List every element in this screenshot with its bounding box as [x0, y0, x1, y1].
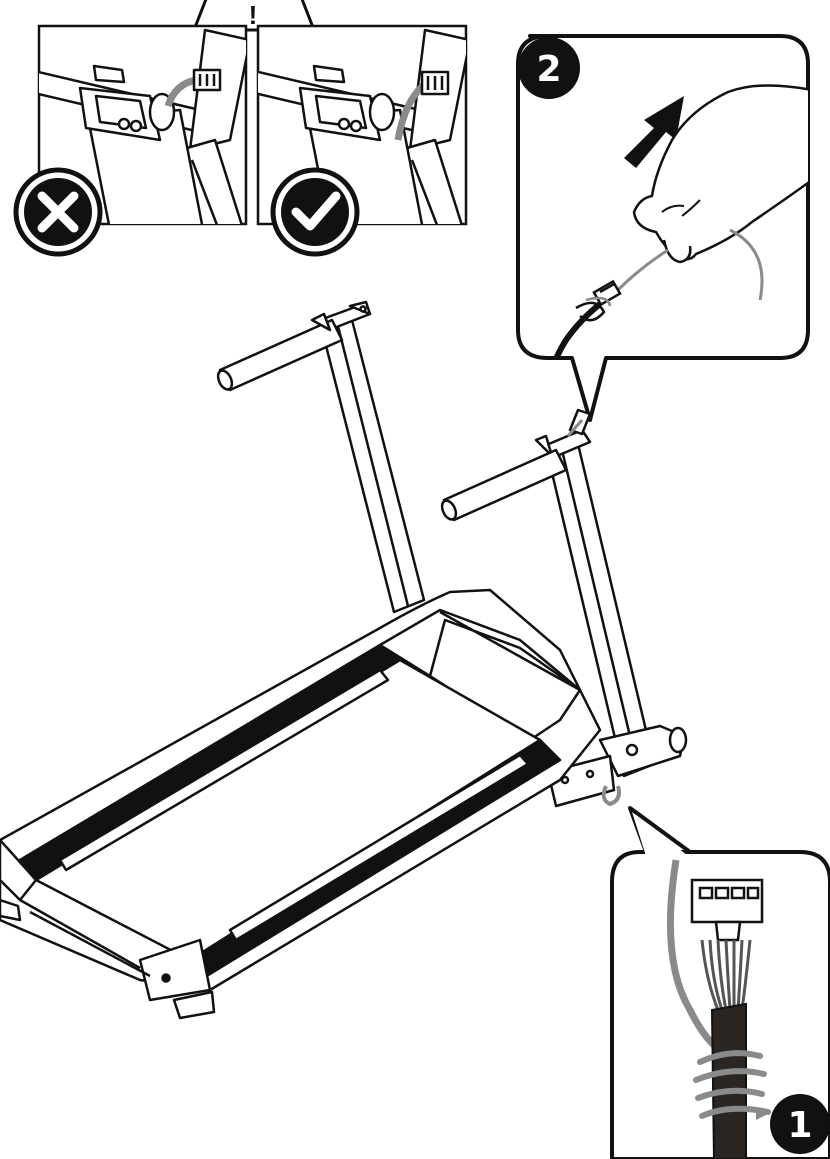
warning-mark: !: [249, 0, 258, 30]
braided-cable: [710, 1002, 747, 1159]
step-number-1: 1: [787, 1105, 812, 1146]
callout-step-1: 1: [610, 806, 830, 1159]
step-number-2: 2: [536, 49, 561, 90]
correct-check-icon: [270, 167, 360, 257]
right-handlebar: [442, 448, 568, 522]
treadmill-drawing: [0, 300, 688, 1020]
callout-step-2: 2: [516, 34, 810, 422]
incorrect-cable-panel: [37, 24, 248, 226]
incorrect-cross-icon: [13, 167, 103, 257]
direction-arrow-icon: [624, 96, 684, 168]
left-handlebar: [218, 318, 344, 392]
